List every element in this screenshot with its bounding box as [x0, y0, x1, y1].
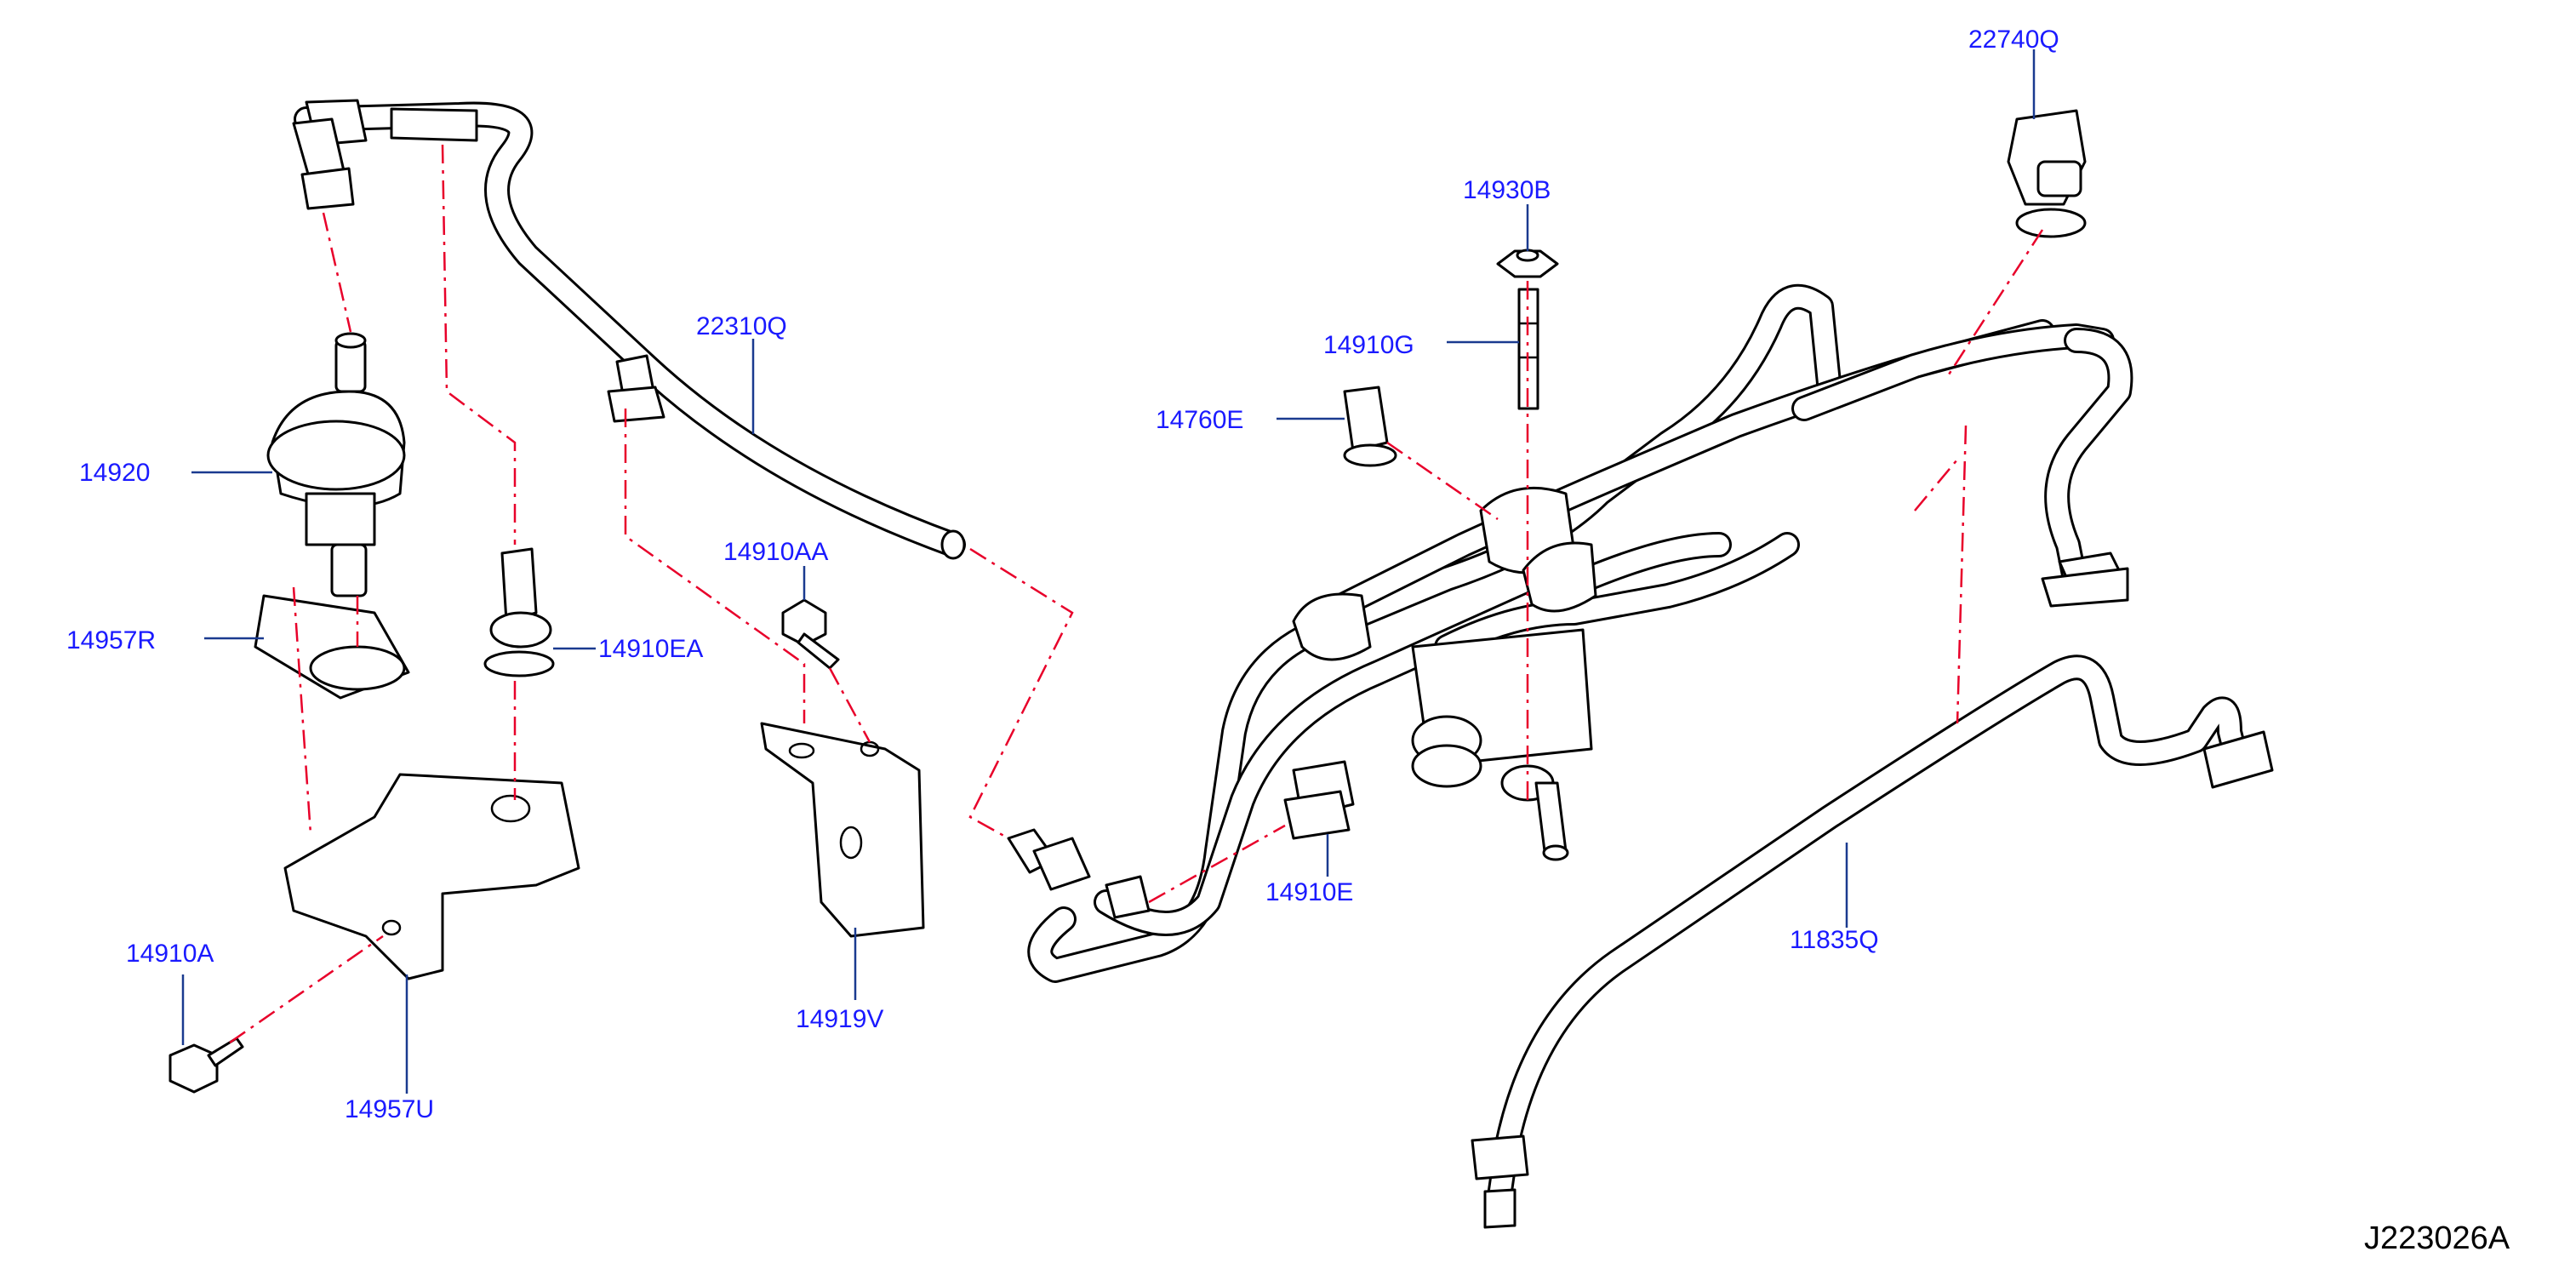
part-14919v[interactable] [760, 722, 925, 938]
evap-valve-body [1292, 486, 1597, 861]
part-14930b[interactable] [1496, 249, 1559, 278]
callout-14957u: 14957U [345, 1095, 434, 1123]
hose-22310q[interactable] [294, 101, 966, 560]
callout-22310q: 22310Q [696, 312, 787, 340]
callout-14910a: 14910A [126, 940, 214, 968]
part-14957r[interactable] [254, 594, 410, 700]
callout-14910g: 14910G [1323, 331, 1414, 359]
callout-14760e: 14760E [1156, 406, 1243, 434]
hose-11835q[interactable] [1471, 654, 2274, 1229]
part-14910e[interactable] [1283, 760, 1355, 840]
part-14920[interactable] [266, 332, 406, 597]
part-14910ea[interactable] [483, 547, 555, 677]
part-14760e[interactable] [1343, 386, 1397, 467]
hose-connector-left [1007, 828, 1151, 919]
part-14910a[interactable] [168, 1037, 244, 1094]
diagram-id: J223026A [2364, 1220, 2510, 1256]
callout-14910e: 14910E [1265, 878, 1353, 906]
leader-lines [181, 49, 2036, 1094]
part-22740q[interactable] [2007, 109, 2087, 238]
callout-14919v: 14919V [796, 1005, 883, 1033]
assembly-centerlines [229, 144, 2044, 1044]
hose-clip-22310q [607, 354, 665, 423]
callout-14957r: 14957R [66, 626, 156, 654]
part-14957u[interactable] [283, 773, 580, 980]
callout-14910ea: 14910EA [598, 635, 703, 663]
callout-11835q: 11835Q [1790, 926, 1879, 954]
callout-14930b: 14930B [1463, 176, 1551, 204]
callout-14920: 14920 [79, 459, 150, 487]
callout-22740q: 22740Q [1968, 26, 2059, 54]
part-14910aa[interactable] [781, 598, 840, 670]
hose-connector-top-left [292, 99, 478, 210]
callout-14910aa: 14910AA [723, 538, 828, 566]
